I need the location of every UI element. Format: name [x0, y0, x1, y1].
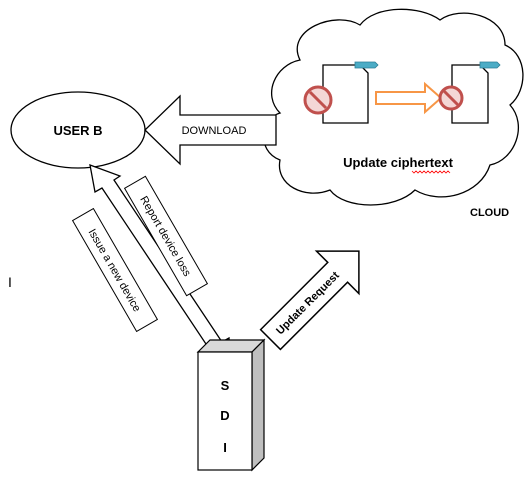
stray-mark: I: [8, 274, 12, 290]
update-request-label: Update Request: [274, 269, 342, 337]
sdi-front: [197, 351, 253, 471]
sdi-letter: I: [223, 440, 227, 455]
cloud-label: CLOUD: [470, 207, 509, 219]
download-arrow: DOWNLOAD: [144, 94, 277, 166]
no-symbol-icon: [438, 85, 464, 111]
issue-device-label: Issue a new device: [86, 227, 143, 314]
sdi-side: [251, 338, 265, 472]
user-node: USER B: [10, 91, 146, 169]
update-request-arrow: Update Request: [259, 250, 360, 351]
cloud-inner-label: Update ciphertext: [343, 155, 453, 170]
spellcheck-squiggle: [411, 170, 451, 174]
transfer-arrow-icon: [375, 81, 443, 115]
sdi-letter: S: [221, 378, 230, 393]
file-icon: [451, 61, 501, 124]
cloud-shape: [263, 8, 524, 206]
user-label: USER B: [53, 123, 102, 138]
no-symbol-icon: [303, 85, 333, 115]
cloud-node: Update ciphertext: [263, 8, 524, 206]
sdi-node: S D I: [196, 338, 266, 472]
download-label: DOWNLOAD: [182, 125, 247, 137]
sdi-letter: D: [220, 408, 229, 423]
